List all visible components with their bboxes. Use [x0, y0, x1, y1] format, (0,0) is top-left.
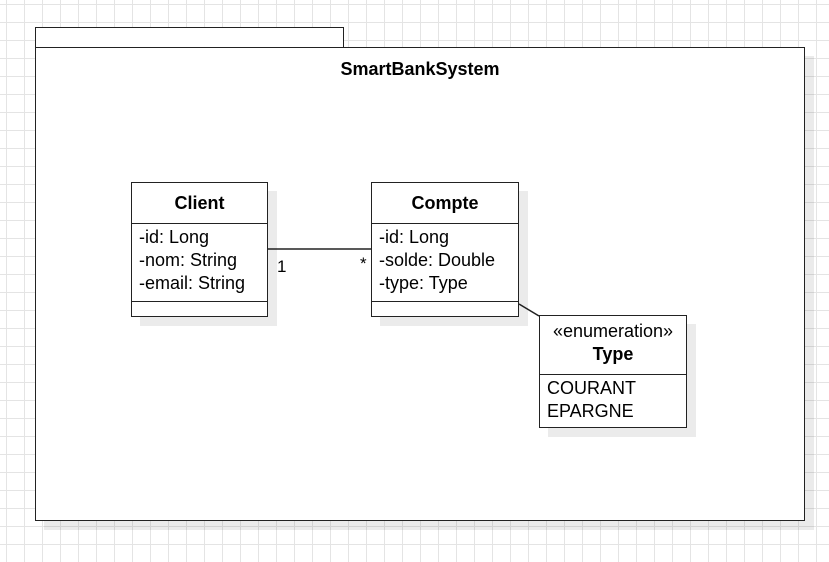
enumeration-header: «enumeration» Type	[540, 316, 686, 375]
package-title: SmartBankSystem	[340, 59, 500, 79]
class-compte-operations	[372, 302, 518, 316]
enumeration-name: Type	[592, 344, 634, 364]
class-compte-attributes: -id: Long -solde: Double -type: Type	[372, 224, 518, 302]
enumeration-type[interactable]: «enumeration» Type COURANT EPARGNE	[539, 315, 687, 428]
class-client-name: Client	[132, 183, 267, 224]
class-client-operations	[132, 302, 267, 316]
multiplicity-compte: *	[360, 254, 367, 273]
class-client-attributes: -id: Long -nom: String -email: String	[132, 224, 267, 302]
class-client[interactable]: Client -id: Long -nom: String -email: St…	[131, 182, 268, 317]
enum-literal-epargne: EPARGNE	[547, 401, 634, 421]
enum-literal-courant: COURANT	[547, 378, 636, 398]
attribute-compte-id: -id: Long	[379, 227, 450, 247]
attribute-compte-type: -type: Type	[379, 273, 468, 293]
attribute-client-id: -id: Long	[139, 227, 210, 247]
multiplicity-client: 1	[277, 257, 287, 276]
class-compte-name: Compte	[372, 183, 518, 224]
attribute-client-email: -email: String	[139, 273, 246, 293]
package-tab	[35, 27, 344, 49]
attribute-compte-solde: -solde: Double	[379, 250, 496, 270]
class-compte[interactable]: Compte -id: Long -solde: Double -type: T…	[371, 182, 519, 317]
attribute-client-nom: -nom: String	[139, 250, 238, 270]
enumeration-stereotype: «enumeration»	[552, 321, 674, 341]
enumeration-literals: COURANT EPARGNE	[540, 375, 686, 427]
